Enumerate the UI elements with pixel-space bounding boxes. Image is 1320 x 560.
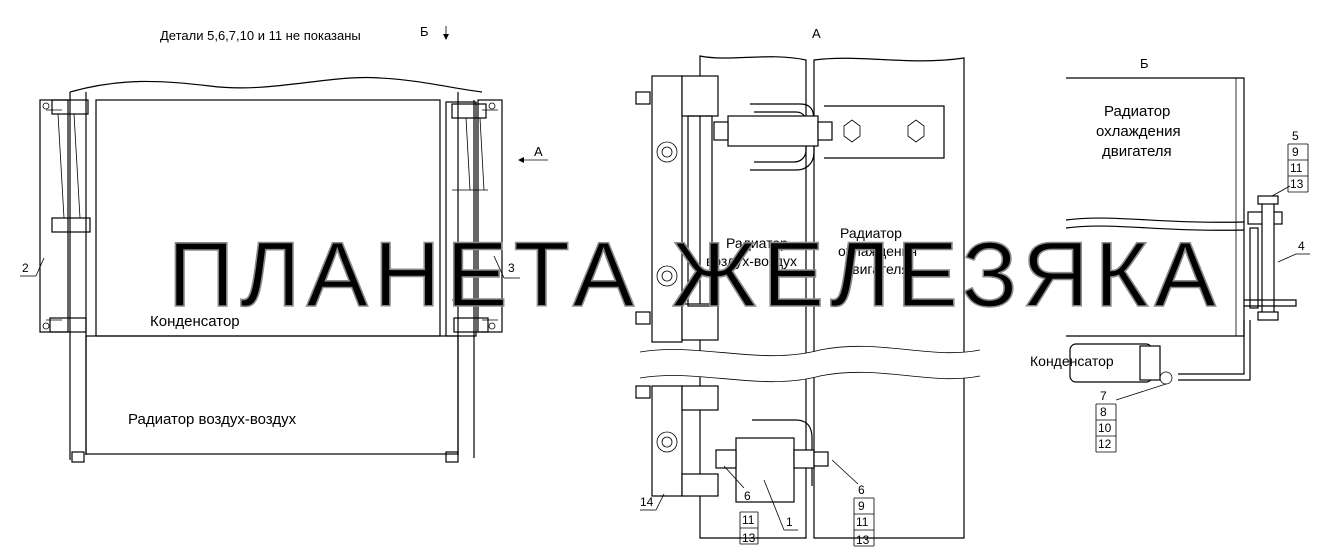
view-b-engine-label-3: двигателя bbox=[1102, 143, 1172, 160]
view-a-callout-13-right: 13 bbox=[856, 533, 870, 547]
view-b-callout-7: 7 bbox=[1100, 389, 1107, 403]
view-b-engine-label-1: Радиатор bbox=[1104, 103, 1170, 120]
view-a-engine-label-1: Радиатор bbox=[840, 225, 902, 241]
view-b-condenser-label: Конденсатор bbox=[1030, 353, 1114, 369]
arrow-a-label: А bbox=[534, 144, 543, 159]
watermark-text: ПЛАНЕТА ЖЕЛЕЗЯКА bbox=[168, 224, 1222, 326]
view-a-callout-1: 1 bbox=[786, 515, 793, 529]
view-a-title: А bbox=[812, 26, 821, 41]
view-b-arrow bbox=[443, 26, 449, 40]
view-b-callout-12: 12 bbox=[1098, 437, 1112, 451]
view-b-callout-8: 8 bbox=[1100, 405, 1107, 419]
view-b-callout-4: 4 bbox=[1298, 239, 1305, 253]
view-a-engine-label-3: двигателя bbox=[844, 261, 909, 277]
view-b-callout-10: 10 bbox=[1098, 421, 1112, 435]
view-a-callout-6-left: 6 bbox=[744, 489, 751, 503]
view-b-callout-11: 11 bbox=[1290, 161, 1303, 175]
air-radiator-label: Радиатор воздух-воздух bbox=[128, 411, 297, 428]
view-a-callout-11-left: 11 bbox=[742, 513, 755, 527]
view-a-air-label-2: воздух-воздух bbox=[706, 253, 797, 269]
note-text: Детали 5,6,7,10 и 11 не показаны bbox=[160, 28, 361, 43]
callout-2: 2 bbox=[22, 261, 29, 275]
view-a-assembly: 14 6 11 13 1 6 9 11 13 Радиатор воздух-в… bbox=[635, 55, 981, 547]
view-b-callout-9: 9 bbox=[1292, 145, 1299, 159]
view-a-air-label-1: Радиатор bbox=[726, 235, 788, 251]
view-a-callout-6-right: 6 bbox=[858, 483, 865, 497]
view-b-assembly: 5 9 11 13 4 7 8 10 12 Радиатор охлаждени… bbox=[1030, 77, 1310, 453]
left-assembly: А 2 3 Конденсатор Радиатор воздух-воздух bbox=[20, 76, 548, 463]
view-a-callout-9-right: 9 bbox=[858, 499, 865, 513]
view-a-callout-11-right: 11 bbox=[856, 515, 869, 529]
air-radiator-block bbox=[85, 335, 459, 455]
view-b-engine-label-2: охлаждения bbox=[1096, 123, 1181, 140]
view-b-callout-5: 5 bbox=[1292, 129, 1299, 143]
callout-3: 3 bbox=[508, 261, 515, 275]
view-b-callout-13: 13 bbox=[1290, 177, 1304, 191]
view-b-title: Б bbox=[1140, 56, 1149, 71]
condenser-label: Конденсатор bbox=[150, 313, 240, 330]
view-a-callout-14: 14 bbox=[640, 495, 654, 509]
view-b-marker: Б bbox=[420, 24, 429, 39]
view-a-callout-13-left: 13 bbox=[742, 531, 756, 545]
view-a-engine-label-2: охлаждения bbox=[838, 243, 917, 259]
